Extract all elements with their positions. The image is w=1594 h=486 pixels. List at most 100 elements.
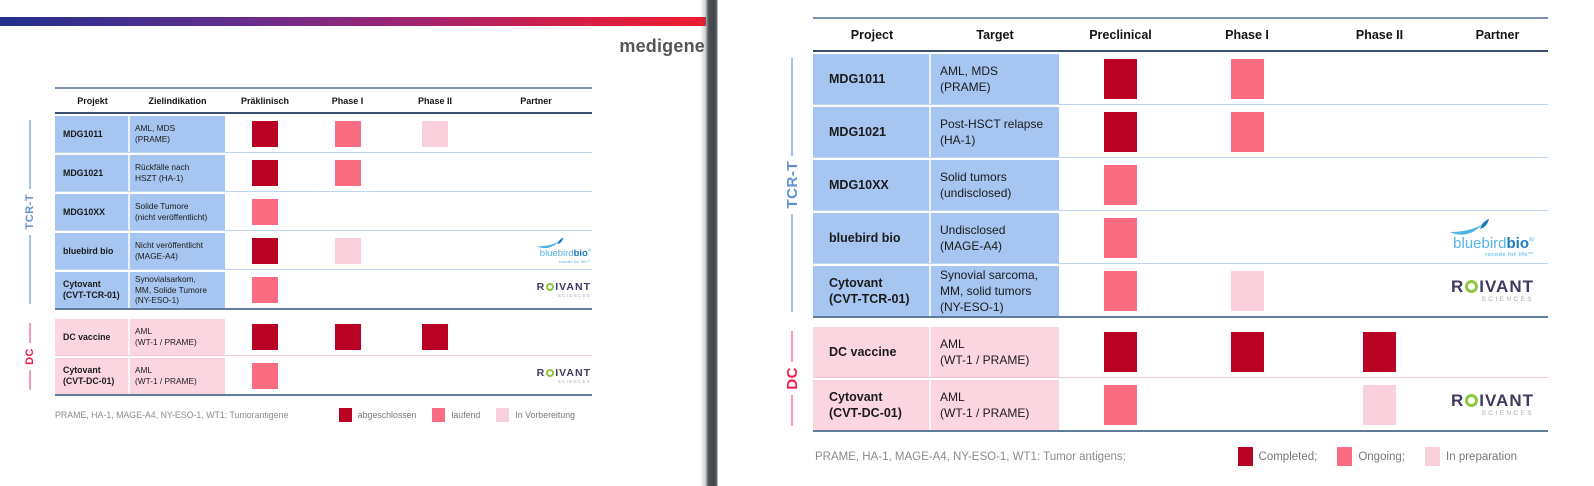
status-square-completed	[1363, 332, 1396, 372]
legend-label: Ongoing;	[1358, 450, 1406, 463]
legend-item-completed: abgeschlossen	[338, 408, 417, 422]
group-label-tcr-t: TCR-T	[783, 161, 801, 209]
legend-note: PRAME, HA-1, MAGE-A4, NY-ESO-1, WT1: Tum…	[815, 450, 1126, 463]
column-header-partner: Partner	[520, 95, 552, 106]
status-square-ongoing	[1104, 271, 1137, 311]
roivant-o-ring-icon	[1465, 280, 1479, 294]
bluebird-logo-text: bluebirdbio®	[540, 249, 591, 259]
column-header-target: Target	[976, 27, 1014, 42]
bracket-line	[791, 331, 793, 363]
bluebird-reg-mark: ®	[587, 248, 591, 254]
phase-cell-phase-i	[1182, 54, 1312, 104]
legend-label: laufend	[451, 410, 481, 420]
partner-cell	[1447, 54, 1548, 104]
bluebird-bio: bio	[573, 248, 588, 260]
legend-item-ongoing: Ongoing;	[1337, 447, 1405, 466]
legend-square-ongoing	[432, 408, 446, 422]
legend: PRAME, HA-1, MAGE-A4, NY-ESO-1, WT1: Tum…	[55, 408, 583, 422]
column-header-partner: Partner	[1475, 27, 1520, 42]
phase-cell-pr-klinisch	[225, 194, 305, 230]
status-square-completed	[252, 160, 278, 186]
phase-cell-preclinical	[1059, 380, 1182, 430]
project-cell: MDG1021	[55, 155, 130, 191]
status-square-ongoing	[1230, 112, 1264, 152]
partner-logo-bluebirdbio: bluebirdbio®recode for life™	[1446, 218, 1534, 259]
phase-cell-phase-ii	[390, 116, 480, 152]
target-cell: Synovial sarcoma,MM, solid tumors(NY-ESO…	[931, 266, 1059, 316]
legend-square-ongoing	[1337, 447, 1353, 466]
status-square-ongoing	[1104, 165, 1137, 205]
partner-cell	[1447, 327, 1548, 377]
project-cell: Cytovant(CVT-DC-01)	[55, 358, 130, 394]
legend-square-preparation	[496, 408, 510, 422]
partner-cell	[480, 116, 592, 152]
phase-cell-pr-klinisch	[225, 155, 305, 191]
column-header-phase-i: Phase I	[331, 95, 364, 106]
legend-label: In preparation	[1446, 450, 1517, 463]
target-cell: AML(WT-1 / PRAME)	[130, 319, 225, 355]
column-header-projekt: Projekt	[77, 95, 108, 106]
bracket-line	[29, 234, 31, 304]
bracket-line	[791, 58, 793, 157]
group-label-dc: DC	[783, 367, 801, 390]
group-bracket-dc: DC	[781, 331, 803, 427]
status-square-preparation	[422, 121, 448, 147]
status-square-preparation	[1363, 385, 1396, 425]
table-row-cytovant-cvt-tcr-01: Cytovant(CVT-TCR-01)Synovialsarkom,MM, S…	[55, 272, 592, 308]
legend-square-completed	[338, 408, 352, 422]
target-cell: AML(WT-1 / PRAME)	[931, 380, 1059, 430]
phase-cell-phase-i	[305, 319, 390, 355]
phase-cell-preclinical	[1059, 160, 1182, 210]
legend-square-completed	[1237, 447, 1253, 466]
bluebird-tagline: recode for life™	[1485, 251, 1534, 258]
bluebird-bio: bio	[1506, 234, 1530, 252]
legend-label: abgeschlossen	[357, 410, 417, 420]
phase-cell-phase-ii	[390, 194, 480, 230]
group-bracket-dc: DC	[17, 323, 43, 391]
partner-cell	[1447, 107, 1548, 157]
roivant-sciences-label: SCIENCES	[1481, 296, 1534, 304]
partner-cell: bluebirdbio®recode for life™	[480, 233, 592, 269]
column-header-phase-ii: Phase II	[417, 95, 453, 106]
column-header-zielindikation: Zielindikation	[148, 95, 207, 106]
status-square-completed	[1104, 332, 1137, 372]
status-square-completed	[1104, 59, 1137, 99]
status-square-completed	[252, 121, 278, 147]
phase-cell-phase-ii	[1312, 380, 1447, 430]
project-cell: Cytovant(CVT-DC-01)	[813, 380, 931, 430]
target-cell: AML, MDS(PRAME)	[931, 54, 1059, 104]
legend-item-ongoing: laufend	[432, 408, 480, 422]
status-square-preparation	[1230, 271, 1264, 311]
status-square-completed	[1104, 112, 1137, 152]
status-square-completed	[422, 324, 448, 350]
phase-cell-phase-i	[305, 116, 390, 152]
project-cell: DC vaccine	[813, 327, 931, 377]
bluebird-name: bluebird	[539, 248, 574, 260]
status-square-ongoing	[334, 160, 361, 186]
roivant-o-ring-icon	[546, 369, 555, 378]
target-cell: Post-HSCT relapse(HA-1)	[931, 107, 1059, 157]
phase-cell-phase-i	[305, 194, 390, 230]
status-square-ongoing	[252, 199, 278, 225]
group-bracket-tcr-t: TCR-T	[17, 120, 43, 304]
